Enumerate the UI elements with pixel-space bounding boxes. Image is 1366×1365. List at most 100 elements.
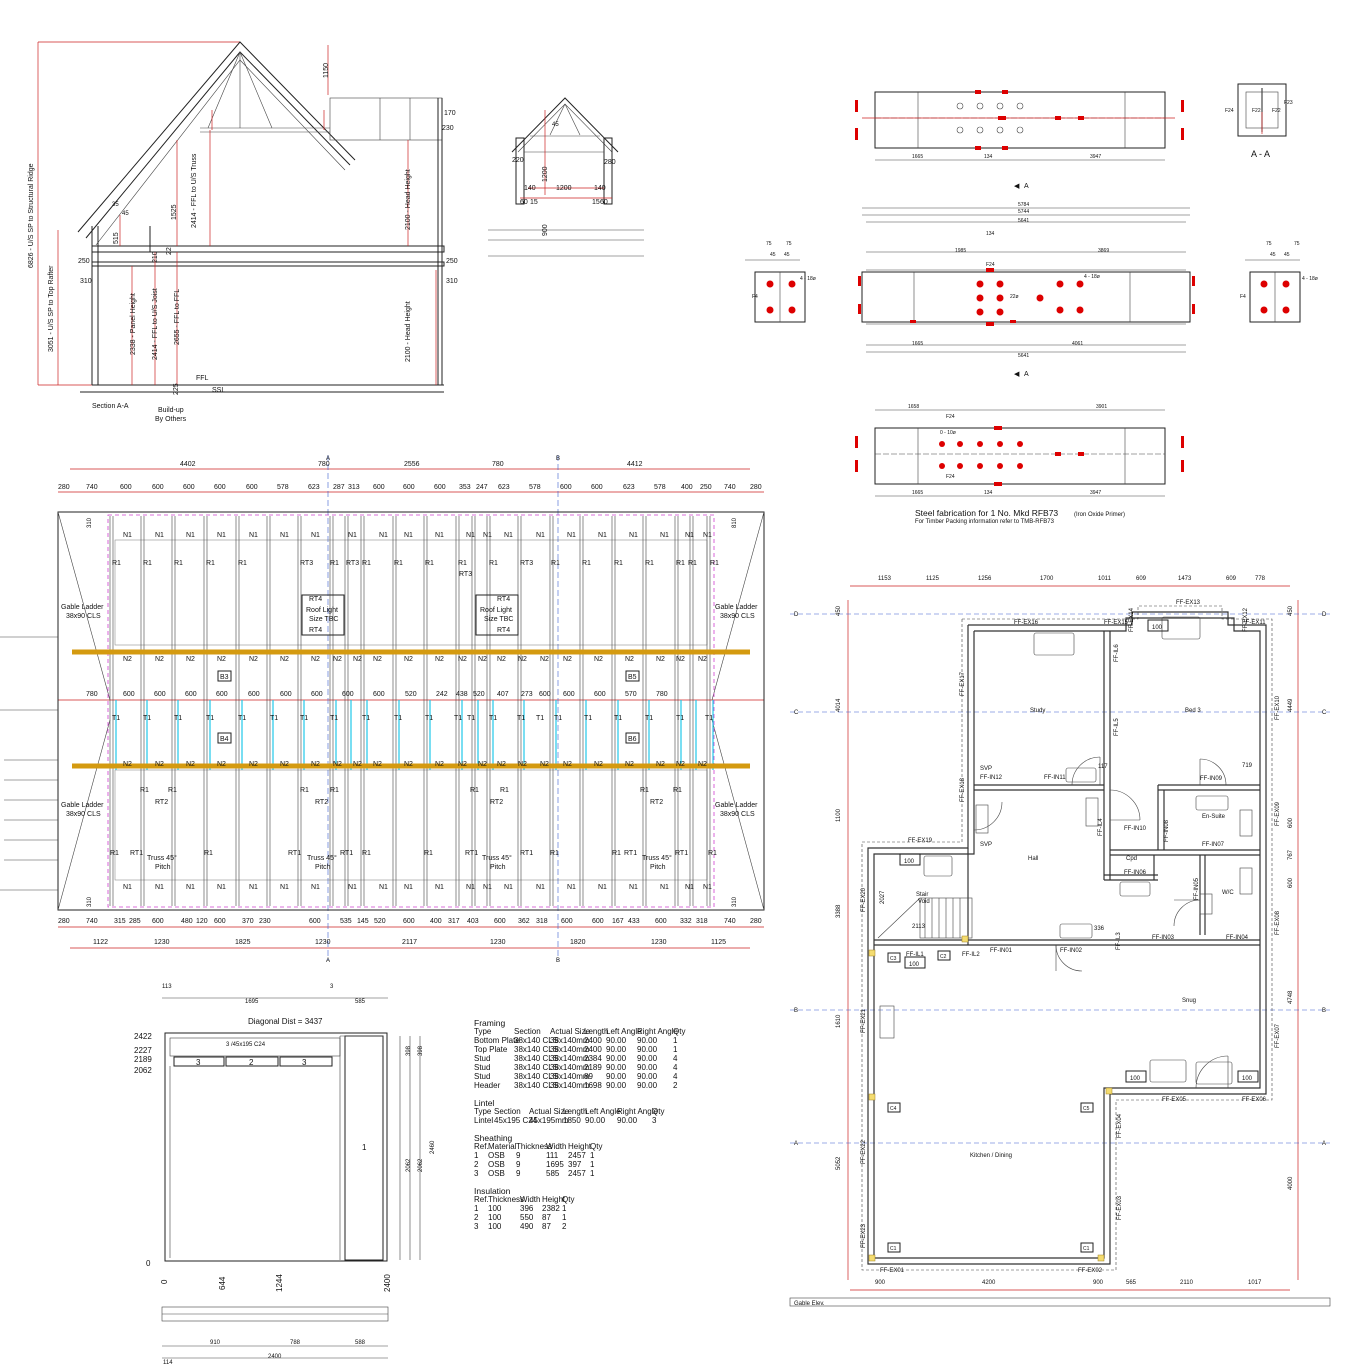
tag-n1: N1	[598, 532, 607, 539]
tag-n2: N2	[186, 761, 195, 768]
dim-mid-row: 780	[86, 691, 98, 698]
tag-100-4: 100	[1130, 1076, 1141, 1082]
grid-letter-left: C	[794, 710, 799, 716]
svg-text:◀: ◀	[1014, 371, 1020, 378]
wall-tag: FF-EX02	[1078, 1268, 1103, 1274]
table-cell: 2189	[584, 1063, 602, 1072]
table-cell: 38x140mm	[550, 1081, 590, 1090]
dim-top-sub: 578	[529, 484, 541, 491]
table-cell: 89	[584, 1072, 593, 1081]
grid-letter-left: D	[794, 612, 799, 618]
wall-tag: FF-IN02	[1060, 948, 1083, 954]
wall-tag: FF-IN01	[990, 948, 1013, 954]
table-cell: 1	[673, 1036, 678, 1045]
mid-dim-5641: 5641	[1018, 218, 1029, 224]
tag-n1: N1	[311, 884, 320, 891]
tag-t1: T1	[238, 715, 246, 722]
table-cell: 45x195 C24	[494, 1116, 538, 1125]
tag-n1: N1	[660, 884, 669, 891]
tag-r1: R1	[300, 787, 309, 794]
wall-tag: FF-EX10	[1275, 695, 1281, 720]
wall-tag: FF-IN03	[1152, 935, 1175, 941]
dim-top-sub: 600	[560, 484, 572, 491]
table-cell: 38x140 CLS	[514, 1054, 558, 1063]
dim-bot-sub: 318	[536, 918, 548, 925]
dim-515: 515	[113, 232, 120, 244]
tag-n2: N2	[404, 761, 413, 768]
wall-tag: FF-EX11	[1242, 620, 1266, 626]
table-cell: 1	[474, 1151, 479, 1160]
dim-top-sub: 280	[58, 484, 70, 491]
tag-n1: N1	[703, 532, 712, 539]
tag-n1: N1	[483, 884, 492, 891]
tag-n2: N2	[217, 761, 226, 768]
bot-f24b: F24	[946, 474, 955, 480]
table-cell: 1695	[546, 1160, 564, 1169]
tag-n1: N1	[629, 532, 638, 539]
dormer-140a: 140	[524, 185, 536, 192]
dim-top-main: 780	[318, 461, 330, 468]
gable-1a: Gable Ladder	[61, 604, 104, 611]
panel-bot-644: 644	[218, 1276, 227, 1290]
section-a-a: 6826 - U/S SP to Structural Ridge 3051 -…	[28, 41, 458, 423]
tag-n2: N2	[458, 656, 467, 663]
panel-right-398a: 398	[406, 1045, 412, 1056]
gable-3a: Gable Ladder	[61, 802, 104, 809]
dim-mid-row: 600	[216, 691, 228, 698]
aa-f23: F23	[1284, 100, 1293, 106]
tag-t1: T1	[330, 715, 338, 722]
dim-bot-main: 1125	[711, 939, 726, 946]
table-cell: 396	[520, 1204, 534, 1213]
floor-bot-dim: 900	[875, 1280, 886, 1286]
table-cell: 90.00	[617, 1116, 638, 1125]
col-c1a: C1	[890, 1246, 897, 1252]
ssl-label: SSL	[212, 387, 225, 394]
floor-left-dim: 4014	[836, 698, 842, 712]
dormer-1200h: 1200	[556, 185, 572, 192]
tag-rt1: RT1	[624, 850, 637, 857]
wall-tag: FF-EX05	[1162, 1097, 1187, 1103]
truss-pitch-4b: Pitch	[650, 864, 666, 871]
wall-tag: FF-IN04	[1226, 935, 1249, 941]
ep-left-45b: 45	[784, 252, 790, 258]
dormer-angle: 45	[552, 122, 559, 128]
table-cell: 2	[474, 1160, 479, 1169]
table-cell: Stud	[474, 1063, 490, 1072]
dim-mid-row: 273	[521, 691, 533, 698]
dim-bot-main: 1122	[93, 939, 108, 946]
rafter-dim: 3051 - U/S SP to Top Rafter	[48, 265, 55, 352]
arrow-a-2: A	[1024, 371, 1029, 378]
table-cell: 490	[520, 1222, 534, 1231]
arrow-a-1: A	[1024, 183, 1029, 190]
tag-n1: N1	[217, 532, 226, 539]
ffl-truss-dim: 2414 - FFL to U/S Truss	[191, 153, 198, 228]
table-cell: 1	[673, 1045, 678, 1054]
table-header: Section	[494, 1107, 521, 1116]
ep-left-18: 4 - 18ø	[800, 276, 816, 282]
tag-n2: N2	[656, 656, 665, 663]
ffl-ffl-dim: 2655 - FFL to FFL	[174, 289, 181, 345]
dim-225: 225	[173, 383, 180, 395]
rl-2b: Size TBC	[484, 616, 513, 623]
tag-n1: N1	[379, 884, 388, 891]
dormer-15b: 15	[592, 199, 600, 206]
wall-tag: FF-EX01	[880, 1268, 905, 1274]
table-cell: 90.00	[637, 1063, 658, 1072]
tag-r1: R1	[206, 560, 215, 567]
grid-letter-right: C	[1322, 710, 1327, 716]
tag-n2: N2	[404, 656, 413, 663]
panel-top-3: 3	[330, 984, 334, 990]
misc-2113: 2113	[912, 924, 926, 930]
table-cell: OSB	[488, 1160, 505, 1169]
gable-elev: Gable Elev.	[794, 1301, 825, 1307]
tag-n1: N1	[404, 884, 413, 891]
dim-1525: 1525	[171, 204, 178, 220]
table-cell: 2	[562, 1222, 567, 1231]
tag-n1: N1	[348, 884, 357, 891]
tag-n1: N1	[660, 532, 669, 539]
ep-right-f4: F4	[1240, 294, 1246, 300]
beam-b5: B5	[628, 674, 637, 681]
